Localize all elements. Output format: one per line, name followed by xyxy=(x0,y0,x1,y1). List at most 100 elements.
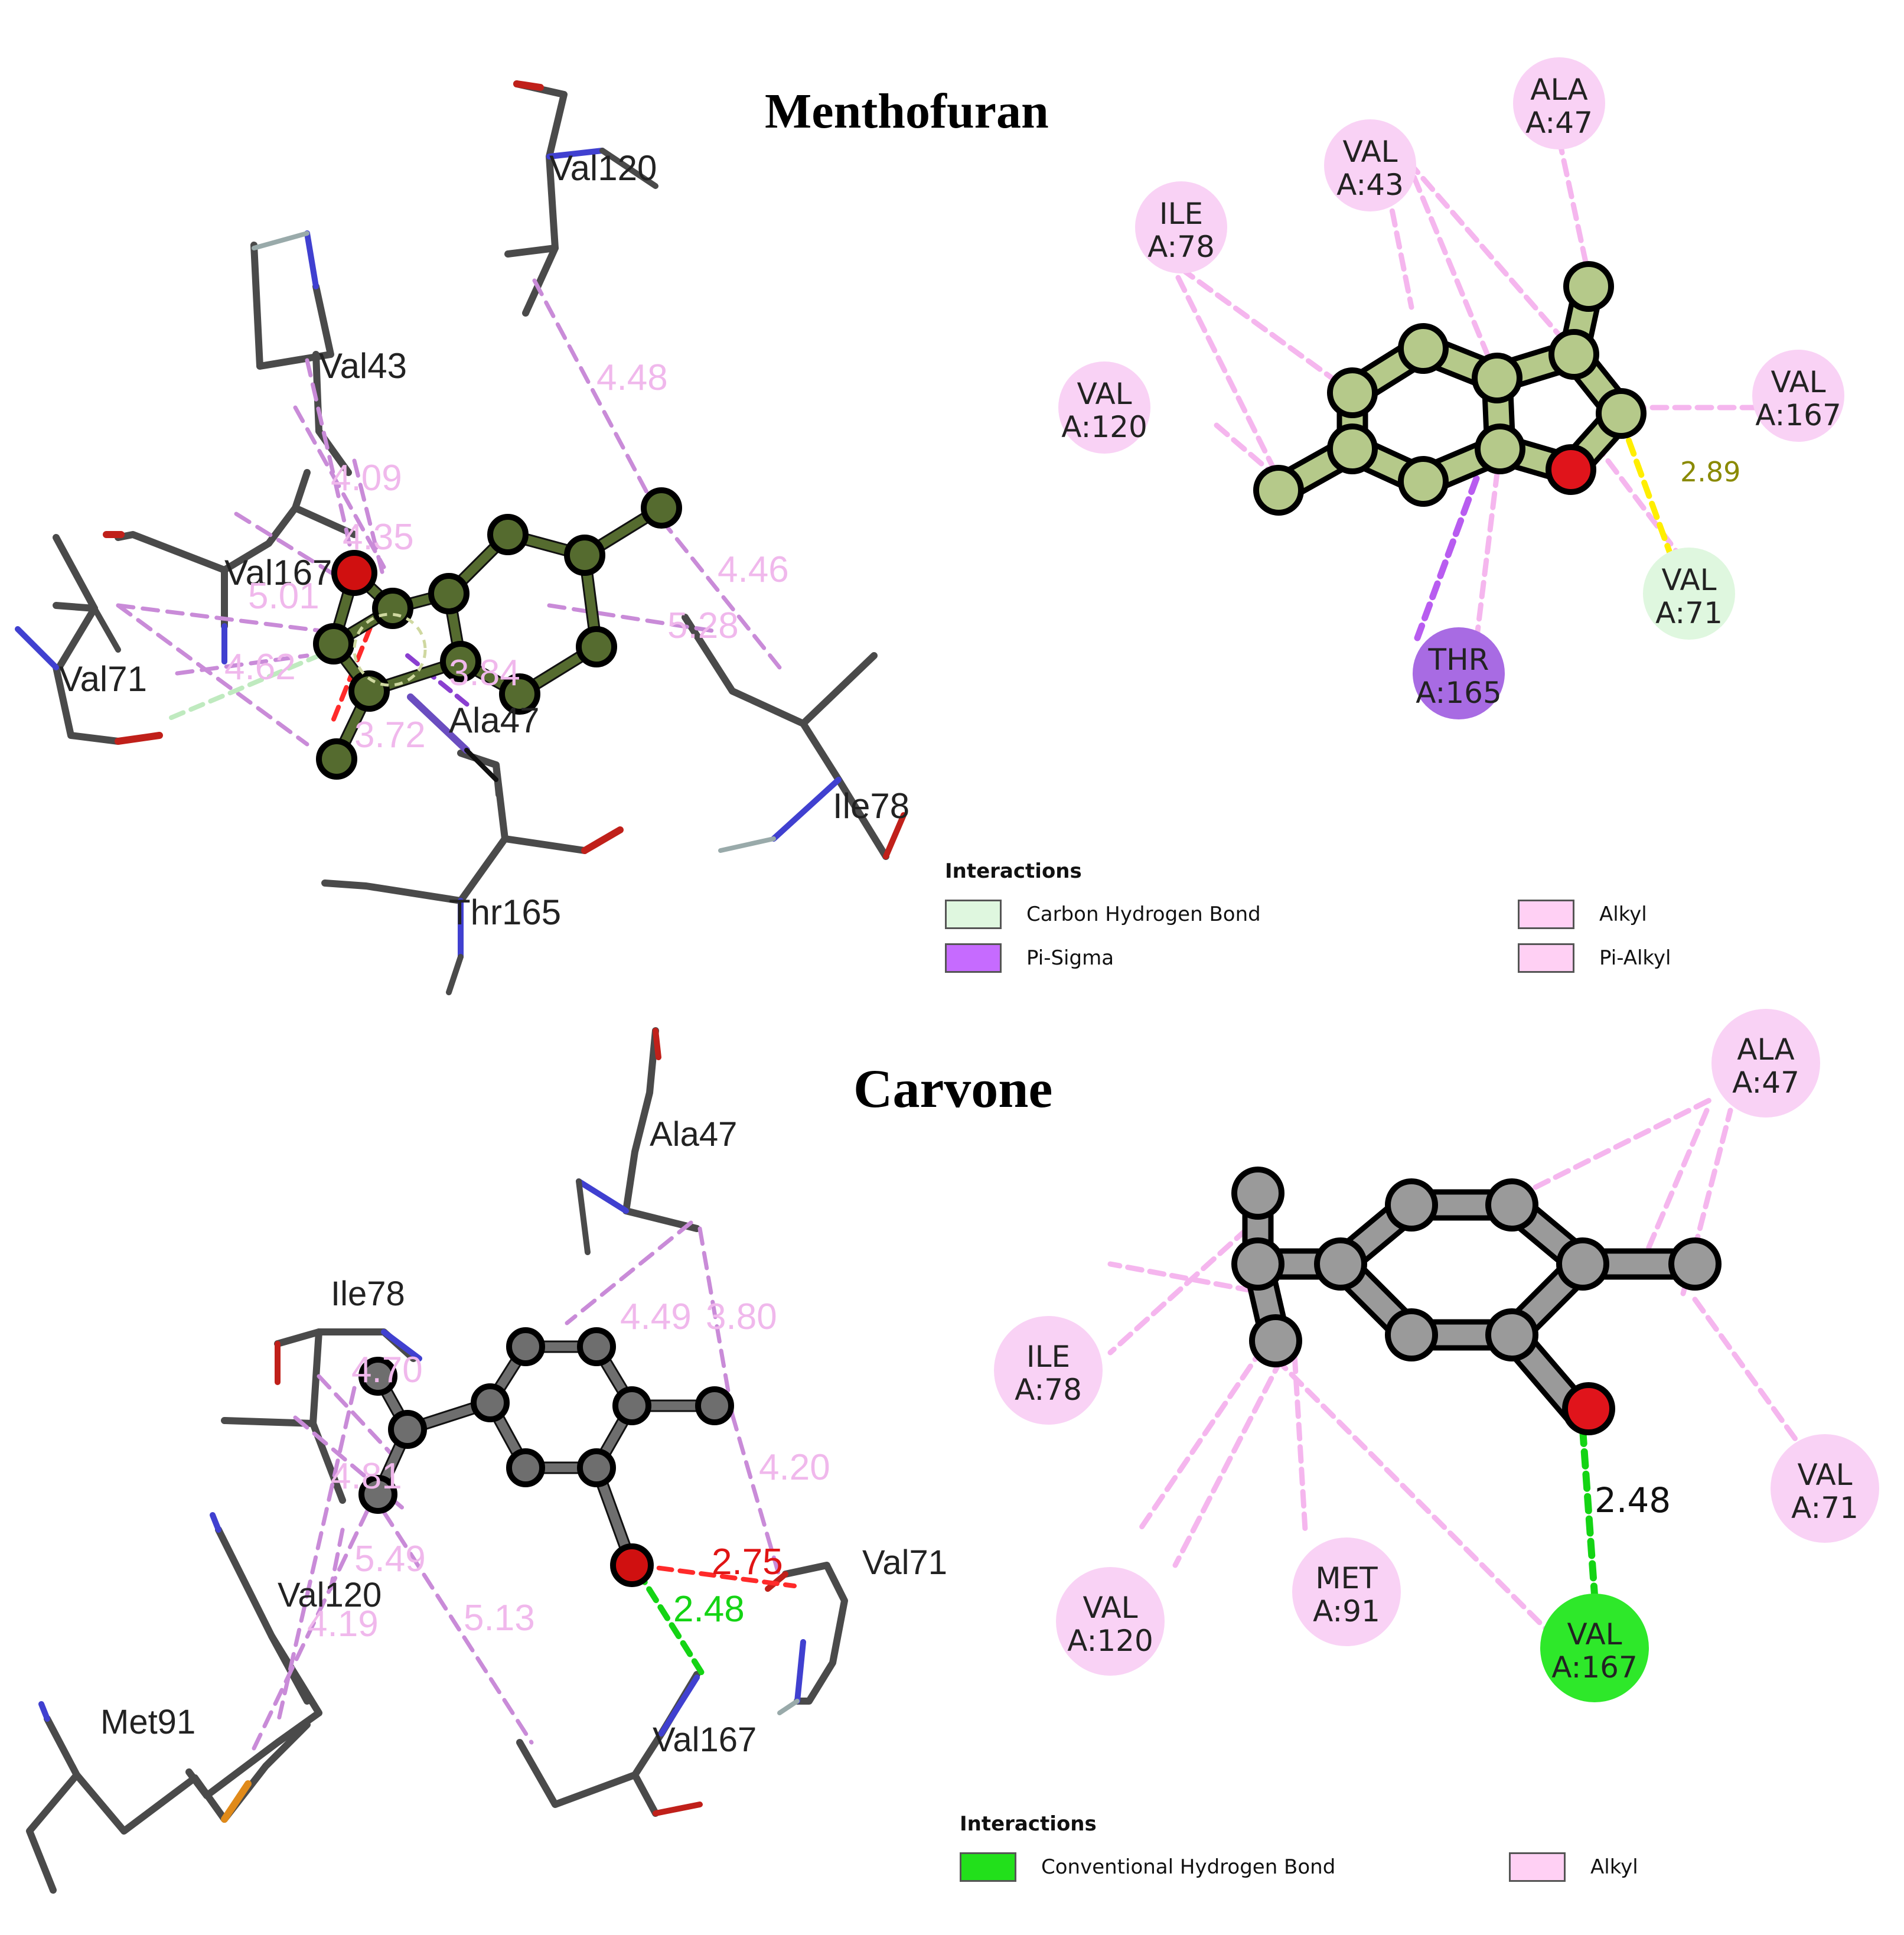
residue-val-2d-id: A:43 xyxy=(1336,168,1404,202)
residue-ala-2d-id: A:47 xyxy=(1732,1066,1799,1100)
distance-label-3d: 5.28 xyxy=(667,605,739,646)
ligand-oxygen-atom-3d xyxy=(331,550,377,596)
distance-label-2d: 2.89 xyxy=(1680,456,1740,488)
distance-label-3d: 4.70 xyxy=(351,1350,423,1390)
ligand-carbon-atom-3d xyxy=(612,1386,651,1425)
residue-val-2d-disc xyxy=(1771,1434,1879,1543)
legend-label: Alkyl xyxy=(1590,1855,1638,1879)
interaction-dash-3d xyxy=(730,1412,782,1579)
stick-hydrogen xyxy=(718,836,776,853)
distance-label-3d: 4.62 xyxy=(224,647,296,688)
legend-label: Pi-Sigma xyxy=(1026,946,1114,970)
stick-met91 xyxy=(26,1715,80,1894)
residue-label-3d: Val120 xyxy=(278,1576,382,1614)
distance-label-3d: 4.35 xyxy=(343,517,414,558)
distance-label-3d: 4.81 xyxy=(331,1456,402,1497)
residue-ile-2d-id: A:78 xyxy=(1147,230,1215,264)
interaction-dash-2d xyxy=(1178,266,1355,396)
interaction-dash-3d xyxy=(352,458,386,581)
ligand-carbon-atom-2d xyxy=(1314,1237,1367,1291)
ligand-carbon-atom-3d xyxy=(428,573,470,614)
distance-label-3d: 5.49 xyxy=(354,1539,426,1579)
distance-label-3d: 4.19 xyxy=(307,1604,379,1644)
distance-label-3d: 2.75 xyxy=(712,1542,783,1582)
interaction-dash-2d xyxy=(1273,1356,1597,1680)
ligand-carbon-atom-2d xyxy=(1668,1237,1722,1291)
interaction-dash-3d xyxy=(234,512,363,593)
residue-thr-2d-id: A:165 xyxy=(1416,676,1502,710)
stick-oxygen xyxy=(513,80,544,91)
ligand-carbon-atom-3d xyxy=(577,1327,616,1366)
interaction-dash-2d xyxy=(1473,446,1503,644)
interaction-dash-2d xyxy=(1385,186,1414,310)
distance-label-3d: 5.01 xyxy=(248,576,319,617)
interaction-dash-2d xyxy=(1175,275,1282,481)
stick-ala47 xyxy=(576,1178,591,1255)
distance-label-3d: 4.49 xyxy=(620,1296,692,1337)
residue-ile-2d-code: ILE xyxy=(1159,197,1203,231)
residue-label-3d: Ile78 xyxy=(833,786,909,826)
residue-thr-2d-disc xyxy=(1413,627,1505,719)
interaction-dash-3d xyxy=(697,1226,735,1417)
stick-nitrogen xyxy=(304,230,319,289)
stick-nitrogen xyxy=(210,1512,221,1533)
interaction-dash-2d xyxy=(1290,1332,1308,1533)
menthofuran-title: Menthofuran xyxy=(765,84,1049,139)
interaction-dash-3d xyxy=(532,278,664,522)
stick-val167 xyxy=(221,469,311,630)
interaction-dash-3d xyxy=(175,653,309,676)
interaction-dash-3d xyxy=(252,1486,380,1751)
ligand-carbon-atom-2d xyxy=(1472,353,1522,403)
residue-thr-2d-code: THR xyxy=(1428,643,1489,677)
ligand-carbon-atom-3d xyxy=(358,1475,397,1514)
interaction-dash-2d xyxy=(1533,1096,1716,1190)
stick-nitrogen xyxy=(576,1178,629,1214)
stick-val167 xyxy=(115,531,228,574)
interaction-dash-2d xyxy=(1107,1261,1255,1294)
stick-met91 xyxy=(73,1721,311,1835)
legend-swatch xyxy=(945,900,1002,929)
interaction-dash-2d xyxy=(1137,1326,1279,1533)
ligand-carbon-atom-2d xyxy=(1556,1237,1609,1291)
interaction-dash-3d xyxy=(275,1386,357,1727)
stick-nitrogen xyxy=(38,1701,50,1722)
hbond-dash-3d xyxy=(635,1563,797,1588)
residue-label-3d: Val71 xyxy=(862,1543,947,1582)
residue-val-2d-code: VAL xyxy=(1083,1591,1137,1625)
stick-nitrogen xyxy=(658,1675,700,1737)
stick-nitrogen xyxy=(546,148,605,159)
stick-val71 xyxy=(53,602,98,612)
residue-val-2d-code: VAL xyxy=(1077,377,1132,411)
legend-item-alkyl: Alkyl xyxy=(1509,1852,1638,1882)
ligand-carbon-atom-2d xyxy=(1385,1308,1438,1361)
stick-val167 xyxy=(631,1771,659,1817)
ligand-carbon-atom-2d xyxy=(1249,1314,1302,1367)
ligand-carbon-atom-2d xyxy=(1253,465,1304,516)
legend-label: Alkyl xyxy=(1599,903,1647,926)
residue-val-2d-disc xyxy=(1540,1594,1649,1702)
stick-sulfur xyxy=(221,1780,252,1823)
distance-label-3d: 4.20 xyxy=(759,1447,830,1488)
stick-oxygen xyxy=(653,1028,661,1060)
stick-val120 xyxy=(504,245,559,258)
legend-label: Pi-Alkyl xyxy=(1599,946,1671,970)
stick-ala47 xyxy=(407,693,470,754)
interaction-dash-2d xyxy=(1172,1356,1284,1568)
legend-item-alkyl: Alkyl xyxy=(1518,900,1647,929)
interaction-dash-3d xyxy=(565,1220,693,1325)
ligand-carbon-atom-3d xyxy=(313,623,354,664)
distance-label-3d: 4.48 xyxy=(596,357,668,398)
interaction-dash-3d xyxy=(547,603,723,634)
distance-label-3d: 4.09 xyxy=(331,458,402,499)
ligand-carbon-atom-3d xyxy=(506,1327,545,1366)
residue-val-2d-code: VAL xyxy=(1771,365,1825,399)
ligand-carbon-atom-3d xyxy=(440,641,481,682)
interaction-dash-3d xyxy=(116,603,309,747)
residue-label-3d: Ala47 xyxy=(449,701,539,740)
residue-val-2d-disc xyxy=(1643,548,1735,640)
carbon-hbond-dash-3d xyxy=(169,653,321,720)
carbon-hbond-dash-2d xyxy=(1618,416,1680,576)
stick-oxygen xyxy=(653,1802,703,1816)
distance-label-3d: 5.13 xyxy=(464,1598,535,1638)
interaction-dash-3d xyxy=(116,603,333,634)
